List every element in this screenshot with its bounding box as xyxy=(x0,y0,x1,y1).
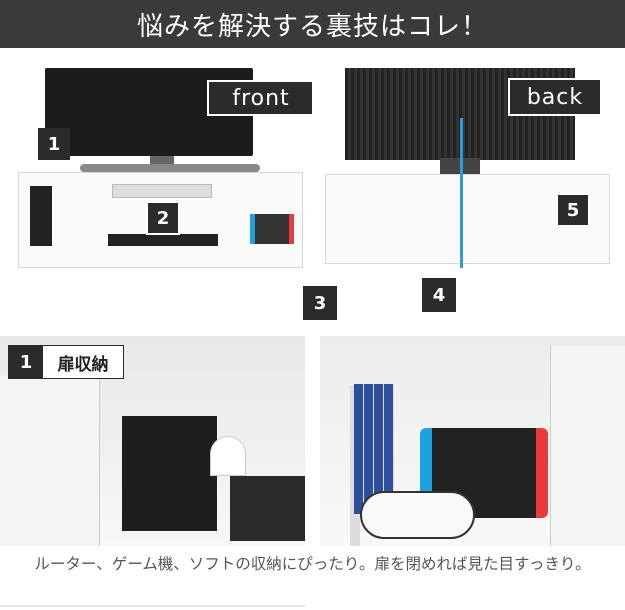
caption: ルーター、ゲーム機、ソフトの収納にぴったり。扉を閉めれば見た目すっきり。 xyxy=(34,555,591,573)
front-photo: front 1 2 xyxy=(0,58,312,308)
marker-3: 3 xyxy=(303,286,337,320)
console xyxy=(112,184,212,198)
router xyxy=(30,186,52,246)
tv-base xyxy=(80,164,260,172)
controller xyxy=(360,491,475,539)
cabinet-door xyxy=(0,376,100,546)
player xyxy=(108,234,218,246)
cabinet-door xyxy=(550,346,625,546)
detail-title: 扉収納 xyxy=(57,354,109,375)
marker-4: 4 xyxy=(422,278,456,312)
detail-title-badge: 1 扉収納 xyxy=(8,345,124,379)
header-banner: 悩みを解決する裏技はコレ！ xyxy=(0,0,625,48)
cable xyxy=(460,118,463,268)
router xyxy=(122,416,217,531)
back-label: back xyxy=(508,78,602,116)
front-label: front xyxy=(207,80,312,116)
marker-2: 2 xyxy=(146,201,180,235)
divider xyxy=(0,605,305,607)
detail-marker: 1 xyxy=(9,346,43,378)
cable-hole xyxy=(210,436,246,476)
back-photo: back 5 xyxy=(320,58,625,323)
hdd xyxy=(230,476,305,541)
header-title: 悩みを解決する裏技はコレ！ xyxy=(136,11,488,42)
marker-5: 5 xyxy=(556,193,590,227)
detail-photo-right xyxy=(320,336,625,546)
switch xyxy=(250,214,294,244)
marker-1: 1 xyxy=(38,128,70,160)
